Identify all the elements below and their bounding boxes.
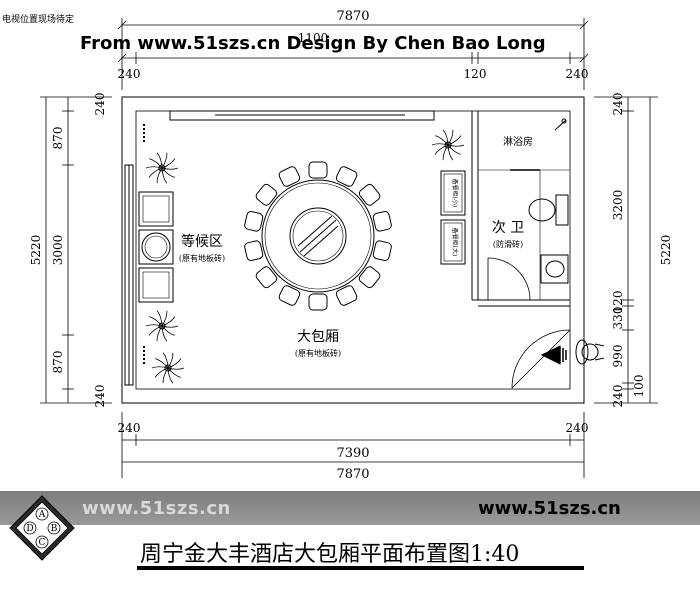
- dining-chair: [335, 285, 358, 306]
- dim-right-total: 5220: [659, 235, 673, 266]
- cabinet-small-label: 备餐柜(小): [451, 179, 459, 208]
- dim-left-870a: 870: [51, 127, 65, 150]
- dim-top-total: 7870: [336, 9, 369, 24]
- dim-right-bottom: 240: [611, 385, 625, 408]
- dining-chair: [244, 211, 264, 232]
- dim-top-left: 240: [118, 67, 141, 81]
- dining-chair: [372, 240, 392, 261]
- dim-right-top: 240: [611, 93, 625, 116]
- room-shower-name: 淋浴房: [503, 135, 533, 148]
- dim-top-right: 240: [566, 67, 589, 81]
- shower-icon: [510, 118, 567, 171]
- dining-chairs: [244, 161, 392, 311]
- dim-right-990: 990: [611, 345, 625, 368]
- dim-right-120: 120: [611, 291, 625, 314]
- footer-band: [0, 491, 700, 525]
- room-bath-name: 次 卫: [492, 220, 524, 236]
- person-icon: [575, 339, 605, 365]
- dining-chair: [358, 183, 381, 206]
- bathroom-door: [487, 257, 531, 301]
- plants: [145, 129, 465, 384]
- dining-chair: [244, 240, 264, 261]
- left-window: [124, 164, 134, 386]
- armchair-bottom: [138, 267, 174, 303]
- svg-text:B: B: [51, 524, 58, 534]
- room-main-floor: (原有地板砖): [295, 348, 341, 358]
- svg-text:D: D: [26, 524, 33, 534]
- dining-chair: [358, 266, 381, 289]
- dining-chair: [335, 166, 358, 187]
- room-main-name: 大包厢: [297, 329, 339, 345]
- basin-icon: [540, 254, 569, 284]
- title-underline: [137, 566, 584, 570]
- dim-left-3000: 3000: [51, 235, 65, 266]
- entrance-arrow-icon: [540, 345, 567, 365]
- dim-left-total: 5220: [29, 235, 43, 266]
- dim-left-bottom: 240: [93, 385, 107, 408]
- dim-left-870b: 870: [51, 351, 65, 374]
- dimension-lines: [40, 18, 658, 478]
- dim-top-partial: 1100: [298, 31, 329, 45]
- toilet-icon: [528, 194, 569, 226]
- dim-bottom-inner: 7390: [336, 446, 369, 461]
- armchair-top: [138, 191, 174, 227]
- footer-watermark-left: www.51szs.cn: [82, 498, 231, 519]
- plant-icon: [151, 352, 185, 384]
- cabinet-large-label: 备餐柜(大): [451, 228, 459, 257]
- plant-icon: [431, 129, 465, 161]
- cabinet-small: [440, 170, 466, 216]
- dim-right-3200: 3200: [611, 190, 625, 221]
- dim-bottom-total: 7870: [336, 467, 369, 482]
- dim-bottom-left: 240: [118, 421, 141, 435]
- svg-text:A: A: [38, 510, 46, 520]
- inner-wall: [135, 110, 571, 390]
- top-watermark: From www.51szs.cn Design By Chen Bao Lon…: [80, 33, 546, 54]
- dining-chair: [255, 183, 278, 206]
- drawing-title: 周宁金大丰酒店大包厢平面布置图1:40: [140, 542, 520, 567]
- logo-icon: A D B C: [9, 495, 75, 561]
- plant-icon: [145, 310, 179, 342]
- plant-icon: [145, 152, 179, 184]
- svg-text:C: C: [39, 538, 46, 548]
- dining-chair: [255, 266, 278, 289]
- dining-chair: [308, 293, 328, 311]
- room-bath-floor: (防滑砖): [493, 239, 523, 249]
- dim-bottom-right: 240: [566, 421, 589, 435]
- dim-top-120: 120: [464, 67, 487, 81]
- room-waiting-name: 等候区: [181, 233, 223, 250]
- dim-right-330: 330: [611, 307, 625, 330]
- entrance-door: [511, 329, 571, 389]
- dim-right-100: 100: [632, 375, 646, 398]
- outer-wall: [121, 96, 585, 404]
- side-table: [138, 229, 174, 265]
- footer-watermark-right: www.51szs.cn: [478, 498, 621, 519]
- dining-chair: [308, 161, 328, 179]
- dining-chair: [278, 285, 301, 306]
- dim-left-top: 240: [93, 93, 107, 116]
- room-waiting-floor: (原有地板砖): [179, 253, 225, 263]
- tv-position-note: 电视位置现场待定: [2, 15, 75, 25]
- dining-chair: [372, 211, 392, 232]
- top-window: [169, 110, 435, 121]
- round-dining-table: [261, 179, 375, 293]
- cabinet-large: [440, 219, 466, 265]
- dining-chair: [278, 166, 301, 187]
- bathroom-partition: [471, 111, 570, 307]
